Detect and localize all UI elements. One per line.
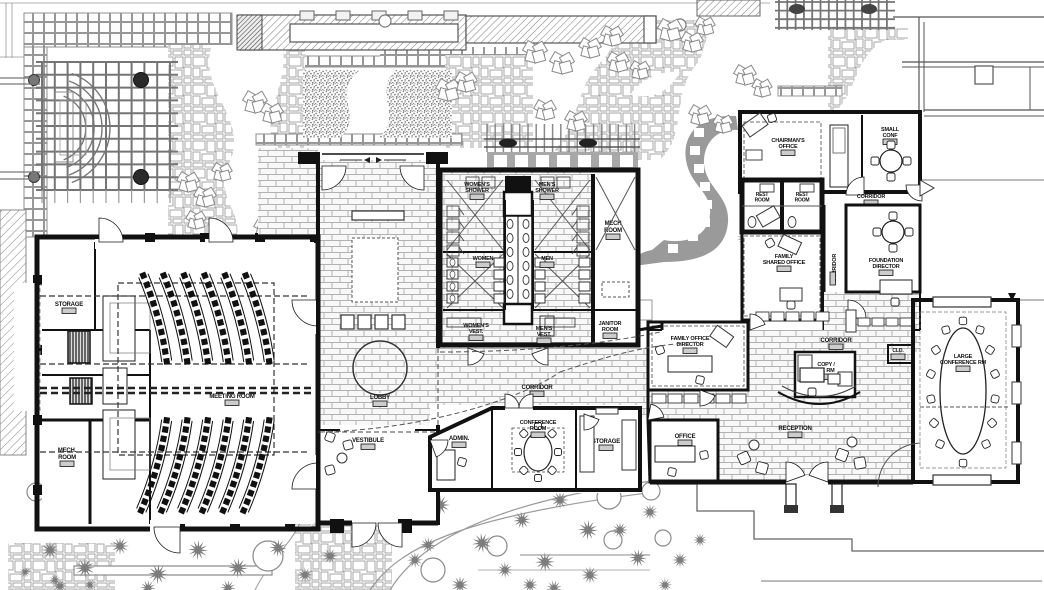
- svg-text:CORRIDOR: CORRIDOR: [832, 254, 838, 283]
- svg-text:DIRECTOR: DIRECTOR: [676, 342, 703, 348]
- svg-text:MEN’S: MEN’S: [536, 326, 553, 332]
- svg-text:ROOM: ROOM: [795, 198, 810, 204]
- svg-text:SHARED OFFICE: SHARED OFFICE: [763, 260, 806, 266]
- svg-text:LARGE: LARGE: [954, 354, 973, 360]
- svg-text:DIRECTOR: DIRECTOR: [872, 264, 899, 270]
- svg-text:ROOM: ROOM: [530, 426, 547, 432]
- svg-text:ROOM: ROOM: [604, 228, 622, 234]
- svg-text:JANITOR: JANITOR: [599, 321, 622, 327]
- svg-text:VESTIBULE: VESTIBULE: [352, 438, 384, 444]
- svg-text:MEN’S: MEN’S: [539, 182, 556, 188]
- svg-text:WOMEN’S: WOMEN’S: [463, 323, 489, 329]
- svg-text:MECH: MECH: [605, 221, 622, 227]
- svg-text:CLO.: CLO.: [892, 348, 904, 354]
- svg-text:CORRIDOR: CORRIDOR: [820, 338, 852, 344]
- svg-text:BK RM: BK RM: [817, 368, 835, 374]
- svg-text:ROOM: ROOM: [58, 455, 76, 461]
- svg-text:CONFERENCE RM: CONFERENCE RM: [940, 360, 987, 366]
- svg-text:ROOM: ROOM: [755, 198, 770, 204]
- svg-text:VEST.: VEST.: [537, 332, 552, 338]
- svg-text:STORAGE: STORAGE: [55, 302, 83, 308]
- svg-text:SHOWER: SHOWER: [465, 188, 489, 194]
- svg-text:MEN: MEN: [541, 256, 553, 262]
- svg-text:LOBBY: LOBBY: [370, 395, 390, 401]
- svg-text:CHAIRMAN’S: CHAIRMAN’S: [771, 138, 805, 144]
- svg-text:CONFERENCE: CONFERENCE: [520, 420, 557, 426]
- svg-text:FAMILY: FAMILY: [775, 254, 794, 260]
- svg-text:FAMILY OFFICE: FAMILY OFFICE: [671, 336, 710, 342]
- svg-text:WOMEN: WOMEN: [473, 256, 494, 262]
- svg-text:REST: REST: [756, 192, 769, 198]
- svg-text:SMALL: SMALL: [881, 127, 900, 133]
- svg-text:MEETING ROOM: MEETING ROOM: [209, 394, 254, 400]
- svg-text:WOMEN’S: WOMEN’S: [464, 182, 490, 188]
- svg-text:RECEPTION: RECEPTION: [778, 426, 811, 432]
- svg-text:FOUNDATION: FOUNDATION: [869, 258, 903, 264]
- svg-text:ROOM: ROOM: [602, 327, 619, 333]
- svg-text:CONF: CONF: [883, 133, 899, 139]
- svg-text:CORRIDOR: CORRIDOR: [521, 385, 553, 391]
- svg-text:MECH.: MECH.: [58, 448, 77, 454]
- svg-text:STORAGE: STORAGE: [592, 439, 620, 445]
- svg-text:SHOWER: SHOWER: [535, 188, 559, 194]
- svg-text:ADMIN.: ADMIN.: [449, 436, 470, 442]
- svg-text:REST: REST: [796, 192, 809, 198]
- svg-text:OFFICE: OFFICE: [675, 434, 696, 440]
- svg-text:COPY /: COPY /: [817, 362, 835, 368]
- svg-text:CORRIDOR: CORRIDOR: [857, 194, 886, 200]
- svg-text:VEST.: VEST.: [469, 329, 484, 335]
- svg-text:OFFICE: OFFICE: [779, 144, 798, 150]
